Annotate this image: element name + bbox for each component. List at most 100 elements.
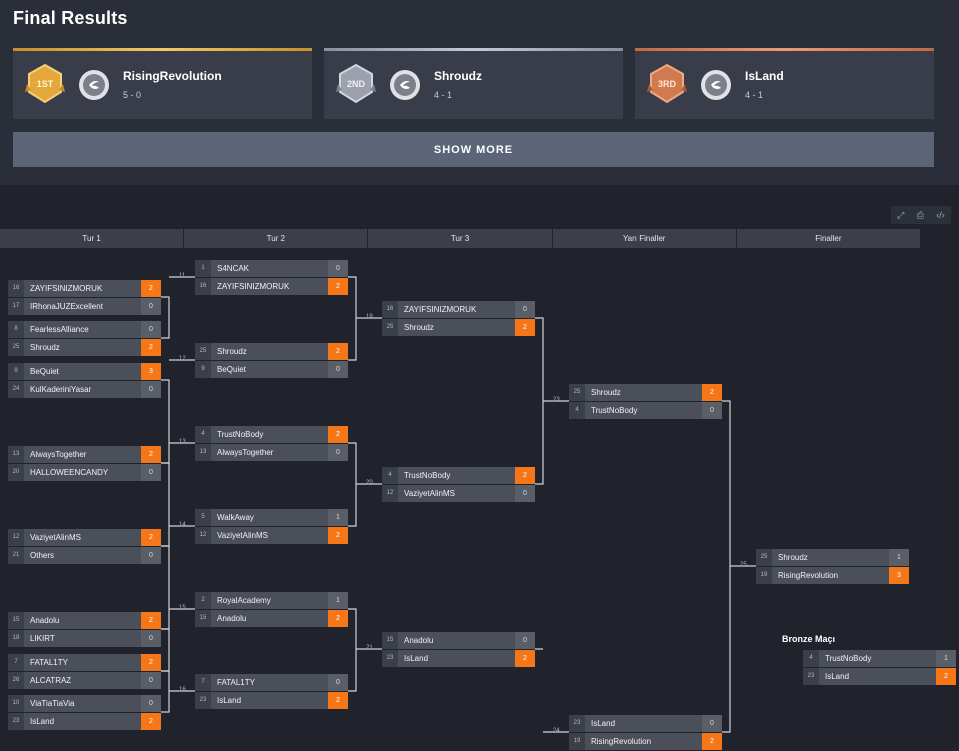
team-name[interactable]: VaziyetAlinMS [404,489,455,498]
team-name[interactable]: KulKaderiniYasar [30,385,92,394]
podium-second[interactable]: 2ND Shroudz 4 - 1 [324,48,623,119]
code-icon[interactable]: ‹/› [936,210,945,220]
team-name[interactable]: IsLand [30,717,55,726]
team-name[interactable]: HALLOWEENCANDY [30,468,109,477]
podium-team-name[interactable]: IsLand [745,69,784,83]
team-name[interactable]: WalkAway [217,513,254,522]
team-name[interactable]: FearlessAlliance [30,325,89,334]
team-name[interactable]: TrustNoBody [825,654,872,663]
team-name[interactable]: LIKIRT [30,634,55,643]
team-name[interactable]: Shroudz [30,343,60,352]
team-name[interactable]: Shroudz [778,553,808,562]
team-name[interactable]: TrustNoBody [591,406,638,415]
team-name[interactable]: IsLand [591,719,616,728]
expand-icon[interactable]: ⤢ [897,209,905,220]
team-name[interactable]: ZAYIFSINIZMORUK [217,282,290,291]
team-name[interactable]: Anadolu [217,614,247,623]
team-name[interactable]: IsLand [825,672,850,681]
team-name[interactable]: ViaTiaTiaVia [30,699,75,708]
team-name[interactable]: Shroudz [217,347,247,356]
podium-third[interactable]: 3RD IsLand 4 - 1 [635,48,934,119]
team-name[interactable]: S4NCAK [217,264,250,273]
team-name[interactable]: VaziyetAlinMS [30,533,81,542]
team-name[interactable]: AlwaysTogether [30,450,87,459]
team-name[interactable]: Others [30,551,55,560]
team-name[interactable]: ALCATRAZ [30,676,72,685]
team-name[interactable]: ZAYIFSINIZMORUK [30,284,103,293]
show-more-button[interactable]: SHOW MORE [13,132,934,167]
team-name[interactable]: Anadolu [404,636,434,645]
team-name[interactable]: IsLand [404,654,429,663]
team-name[interactable]: Shroudz [591,388,621,397]
print-icon[interactable]: ⎙ [916,209,924,220]
team-name[interactable]: VaziyetAlinMS [217,531,268,540]
podium-first[interactable]: 1ST RisingRevolution 5 - 0 [13,48,312,119]
team-name[interactable]: RoyalAcademy [217,596,271,605]
team-name[interactable]: AlwaysTogether [217,448,274,457]
team-name[interactable]: IRhonaJUZExcellent [30,302,103,311]
team-name[interactable]: BeQuiet [217,365,246,374]
team-name[interactable]: RisingRevolution [778,571,839,580]
team-name[interactable]: TrustNoBody [404,471,451,480]
team-name[interactable]: IsLand [217,696,242,705]
team-name[interactable]: BeQuiet [30,367,59,376]
team-name[interactable]: RisingRevolution [591,737,652,746]
podium-team-name[interactable]: RisingRevolution [123,69,222,83]
